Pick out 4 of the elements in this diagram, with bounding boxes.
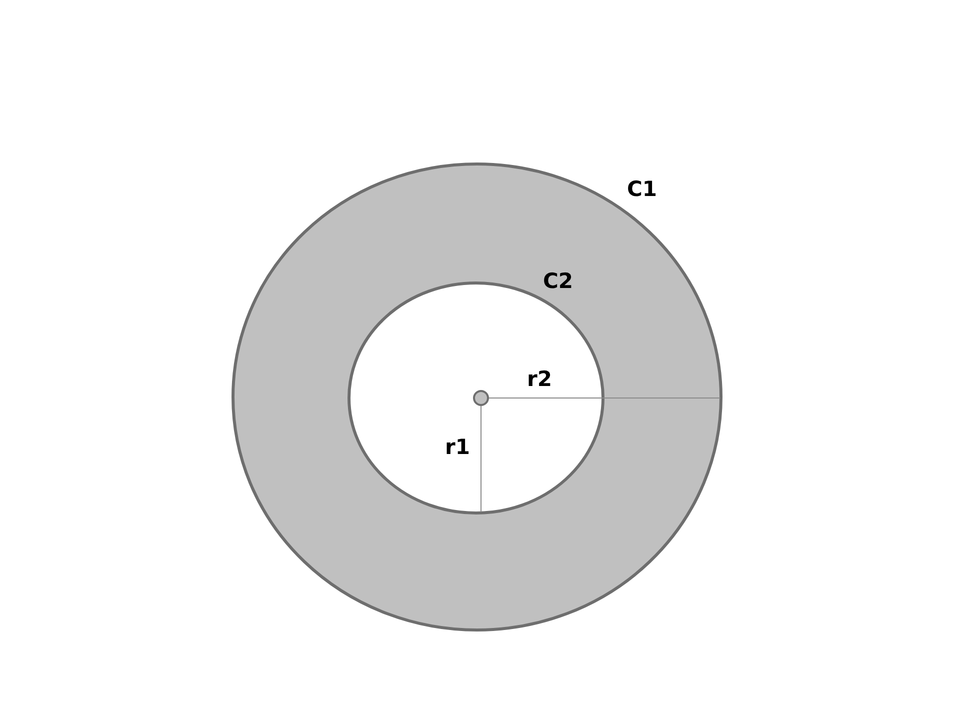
circle-label: C1: [627, 179, 658, 200]
circle-label: C2: [543, 271, 574, 292]
radius-label: r2: [527, 369, 552, 390]
radius-label: r1: [445, 437, 470, 458]
